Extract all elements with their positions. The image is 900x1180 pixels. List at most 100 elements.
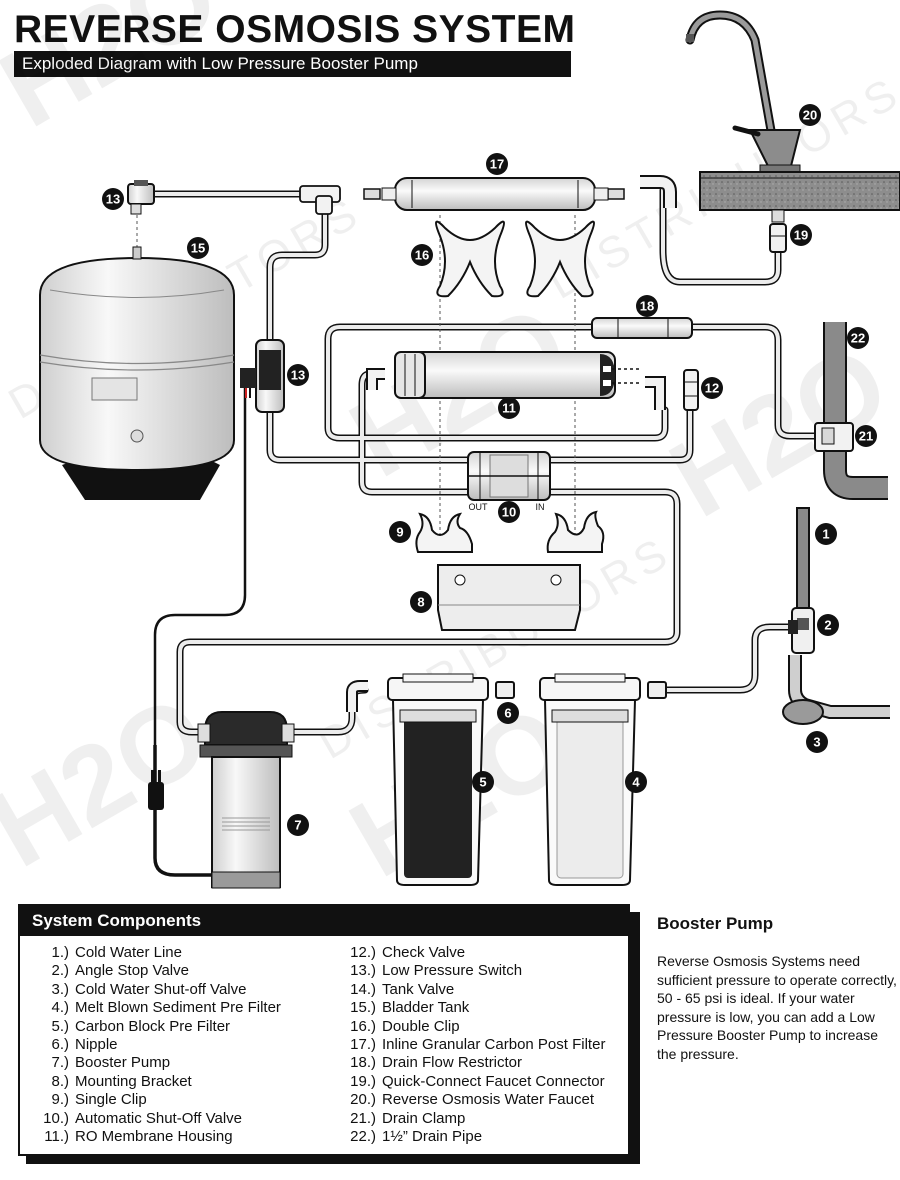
callout-16: 16 <box>411 244 433 266</box>
svg-text:4: 4 <box>632 775 640 790</box>
svg-text:8: 8 <box>417 595 424 610</box>
low-pressure-switch <box>240 339 285 413</box>
list-item: 2.)Angle Stop Valve <box>51 962 189 980</box>
flow-dash <box>612 368 640 384</box>
svg-text:22: 22 <box>851 331 865 346</box>
callout-5: 5 <box>472 771 494 793</box>
list-item: 16.)Double Clip <box>350 1017 460 1035</box>
list-item: 12.)Check Valve <box>350 944 466 961</box>
valve-out-label: OUT <box>469 502 489 512</box>
bladder-tank <box>39 246 235 500</box>
subtitle-bar: Exploded Diagram with Low Pressure Boost… <box>14 51 571 77</box>
callout-4: 4 <box>625 771 647 793</box>
faucet-connector <box>769 223 787 253</box>
list-item: 22.)1½” Drain Pipe <box>350 1127 483 1145</box>
callout-8: 8 <box>410 591 432 613</box>
callout-1: 1 <box>815 523 837 545</box>
svg-text:13: 13 <box>291 368 305 383</box>
svg-text:9: 9 <box>396 525 403 540</box>
callout-18: 18 <box>636 295 658 317</box>
sediment-pre-filter <box>539 673 641 886</box>
list-item: 1.)Cold Water Line <box>51 944 182 961</box>
svg-text:17: 17 <box>490 157 504 172</box>
svg-text:10: 10 <box>502 505 516 520</box>
callout-15: 15 <box>187 237 209 259</box>
callout-7: 7 <box>287 814 309 836</box>
svg-text:20: 20 <box>803 108 817 123</box>
booster-pump <box>197 711 295 889</box>
watermark-logo: H2O <box>0 671 228 891</box>
pump-elbow <box>346 680 368 712</box>
carbon-block-pre-filter <box>387 673 489 886</box>
svg-text:3: 3 <box>813 735 820 750</box>
svg-text:15: 15 <box>191 241 205 256</box>
angle-stop-valve <box>788 607 815 654</box>
list-item: 21.)Drain Clamp <box>350 1109 466 1127</box>
svg-text:19: 19 <box>794 228 808 243</box>
valve-in-label: IN <box>536 502 545 512</box>
callout-12: 12 <box>701 377 723 399</box>
callout-6: 6 <box>497 702 519 724</box>
callout-3: 3 <box>806 731 828 753</box>
svg-text:2: 2 <box>824 618 831 633</box>
single-clip <box>415 510 605 553</box>
list-item: 14.)Tank Valve <box>350 980 455 998</box>
svg-text:11: 11 <box>502 401 516 416</box>
ro-membrane-housing <box>394 351 616 399</box>
auto-shutoff-valve: OUT IN <box>467 451 551 512</box>
callout-10: 10 <box>498 501 520 523</box>
svg-text:6: 6 <box>504 706 511 721</box>
list-item: 8.)Mounting Bracket <box>51 1072 192 1090</box>
countertop <box>699 171 900 223</box>
svg-text:16: 16 <box>415 248 429 263</box>
svg-text:12: 12 <box>705 381 719 396</box>
components-panel-header: System Components <box>20 906 628 936</box>
power-cord <box>148 745 212 877</box>
list-item: 7.)Booster Pump <box>51 1054 171 1072</box>
mounting-bracket <box>437 564 581 631</box>
callout-2: 2 <box>817 614 839 636</box>
list-item: 5.)Carbon Block Pre Filter <box>51 1017 231 1035</box>
callout-13: 13 <box>102 188 124 210</box>
nipple <box>495 681 667 699</box>
tee-fitting <box>299 185 341 215</box>
list-item: 19.)Quick-Connect Faucet Connector <box>350 1072 605 1090</box>
list-item: 11.)RO Membrane Housing <box>44 1127 233 1145</box>
callout-9: 9 <box>389 521 411 543</box>
list-item: 4.)Melt Blown Sediment Pre Filter <box>51 999 281 1017</box>
callout-22: 22 <box>847 327 869 349</box>
inline-carbon-post-filter <box>381 177 609 211</box>
list-item: 9.)Single Clip <box>51 1091 147 1109</box>
components-list-1: 1.)Cold Water Line 2.)Angle Stop Valve 3… <box>28 944 281 1146</box>
check-valve <box>683 369 699 411</box>
faucet <box>685 10 802 175</box>
callout-19: 19 <box>790 224 812 246</box>
list-item: 15.)Bladder Tank <box>350 999 470 1017</box>
list-item: 6.)Nipple <box>51 1035 118 1053</box>
svg-text:1: 1 <box>822 527 829 542</box>
elbow-fitting <box>640 175 677 208</box>
callout-11: 11 <box>498 397 520 419</box>
callout-17: 17 <box>486 153 508 175</box>
components-list-2: 12.)Check Valve 13.)Low Pressure Switch … <box>330 944 605 1146</box>
drain-pipe <box>823 322 900 504</box>
drain-flow-restrictor <box>591 317 693 339</box>
svg-text:18: 18 <box>640 299 654 314</box>
callout-13: 13 <box>287 364 309 386</box>
cold-water-line <box>796 507 810 609</box>
double-clip <box>435 220 595 298</box>
drain-clamp <box>814 422 854 452</box>
list-item: 13.)Low Pressure Switch <box>350 962 523 980</box>
list-item: 10.)Automatic Shut-Off Valve <box>43 1109 243 1127</box>
callout-20: 20 <box>799 104 821 126</box>
callout-21: 21 <box>855 425 877 447</box>
svg-text:21: 21 <box>859 429 873 444</box>
shutoff-valve <box>782 655 890 725</box>
list-item: 17.)Inline Granular Carbon Post Filter <box>350 1035 606 1053</box>
watermark-logo: H2O <box>0 0 238 151</box>
components-panel: System Components 1.)Cold Water Line 2.)… <box>18 904 630 1156</box>
membrane-elbow <box>366 368 666 410</box>
list-item: 20.)Reverse Osmosis Water Faucet <box>350 1091 594 1109</box>
svg-text:7: 7 <box>294 818 301 833</box>
list-item: 18.)Drain Flow Restrictor <box>350 1054 523 1072</box>
